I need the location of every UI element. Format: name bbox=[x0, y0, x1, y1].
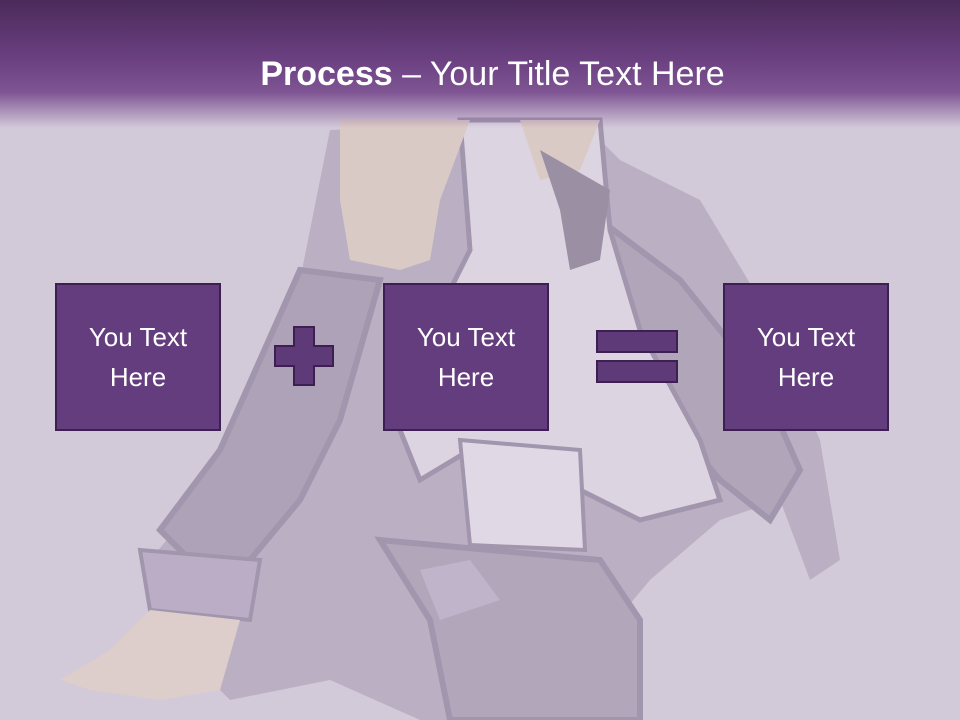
process-box-3-text: You Text Here bbox=[756, 322, 856, 392]
process-box-1-text: You Text Here bbox=[88, 322, 188, 392]
title-rest-text: Your Title Text Here bbox=[429, 55, 725, 93]
process-box-2[interactable]: You Text Here bbox=[383, 283, 549, 431]
equals-icon[interactable] bbox=[596, 329, 678, 385]
process-box-3[interactable]: You Text Here bbox=[723, 283, 889, 431]
process-box-2-text: You Text Here bbox=[416, 322, 516, 392]
title-separator: – bbox=[392, 55, 430, 93]
plus-icon[interactable] bbox=[273, 325, 335, 387]
slide-title[interactable]: Process – Your Title Text Here bbox=[0, 52, 960, 96]
title-bar bbox=[0, 0, 960, 128]
title-bold-text: Process bbox=[260, 55, 393, 93]
process-box-1[interactable]: You Text Here bbox=[55, 283, 221, 431]
